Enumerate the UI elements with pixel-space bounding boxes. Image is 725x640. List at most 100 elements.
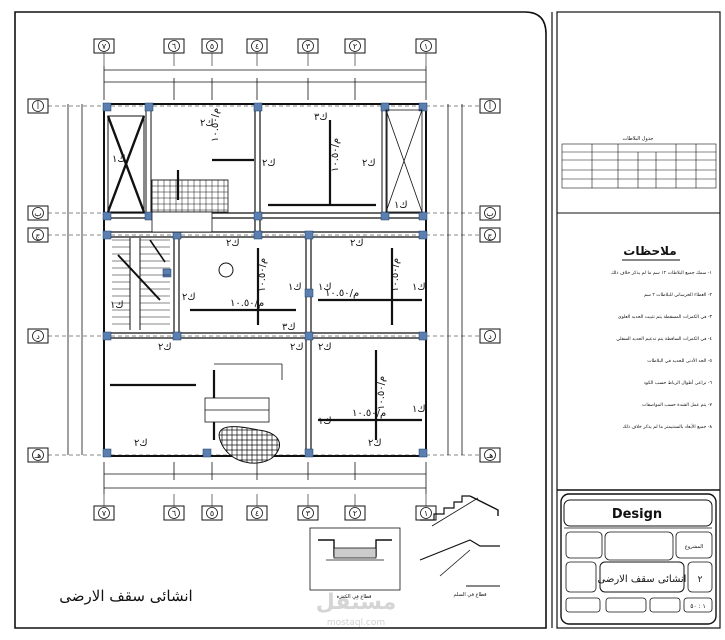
axis-bubble-right: هـ	[479, 447, 501, 463]
panel-label-k2: ك٢	[182, 292, 196, 303]
axis-bubble-left-label: د	[36, 332, 40, 341]
axis-bubble-top-label: ٦	[172, 42, 176, 51]
axis-bubble-top: ١	[415, 38, 437, 54]
axis-bubble-left-label: ج	[35, 231, 41, 240]
column	[418, 230, 428, 240]
axis-bubble-bottom: ١	[415, 505, 437, 521]
panel-label-k2: ك٢	[134, 438, 148, 449]
axis-bubble-bottom-label: ١	[424, 509, 428, 518]
axis-bubble-bottom: ٢	[344, 505, 366, 521]
panel-label-k2: ك٢	[368, 438, 382, 449]
thickness-label: م/١٠.٥٠	[330, 138, 341, 172]
axis-bubble-right: ج	[479, 227, 501, 243]
stair-section-detail	[419, 495, 500, 587]
column	[304, 230, 314, 240]
axis-bubble-bottom-label: ٣	[306, 509, 311, 518]
column	[102, 448, 112, 458]
axis-bubble-top-label: ١	[424, 42, 428, 51]
slab-schedule-table	[561, 143, 717, 189]
axis-bubble-bottom-label: ٦	[172, 509, 176, 518]
opening-annotation	[204, 363, 283, 423]
column	[172, 331, 182, 341]
notes-heading: ملاحظات	[623, 244, 676, 258]
axis-bubble-top: ٦	[163, 38, 185, 54]
panel-label-k2: ك٢	[158, 342, 172, 353]
column	[304, 448, 314, 458]
beam-section-detail	[309, 527, 401, 591]
panel-labels: ك١ ك٢ ك٣ ك٢ ك٢ ك١ ك٢ ك٢ ك٢ ك١ ك١ ك١ ك٣ ك…	[110, 112, 426, 449]
note-item: ٥- الحد الأدنى للحديد في البلاطات	[647, 357, 712, 364]
column	[380, 102, 390, 112]
panel-label-k1: ك١	[318, 416, 332, 427]
panel-label-k3: ك٣	[314, 112, 328, 123]
side-dimension-lines	[67, 104, 463, 455]
staircase	[112, 238, 170, 330]
column	[304, 331, 314, 341]
panel-label-k2: ك٢	[226, 238, 240, 249]
axis-bubble-bottom-label: ٧	[102, 509, 107, 518]
beam-detail-caption: قطاع في الكمرة	[337, 594, 372, 600]
axis-bubble-top-label: ٥	[210, 42, 214, 51]
note-item: ٢- الغطاء الخرساني للبلاطات ٢ سم	[644, 292, 713, 298]
panel-label-k1: ك١	[412, 404, 426, 415]
hatch-outline	[151, 179, 229, 213]
note-item: ٨- جميع الأبعاد بالسنتيمتر ما لم يذكر خل…	[623, 423, 713, 430]
top-axis-bubbles: ٧ ٦ ٥ ٤ ٣ ٢ ١	[93, 38, 437, 66]
right-panel-frame	[556, 11, 721, 629]
column	[418, 331, 428, 341]
titleblock-drawing-name: انشائى سقف الارضى	[598, 574, 687, 585]
axis-bubble-left-label: أ	[37, 101, 39, 111]
column	[304, 288, 314, 298]
panel-label-k2: ك٢	[262, 158, 276, 169]
column	[253, 211, 263, 221]
note-item: ١- سمك جميع البلاطات ١٢ سم ما لم يذكر خل…	[611, 270, 712, 276]
notes-list: ١- سمك جميع البلاطات ١٢ سم ما لم يذكر خل…	[611, 270, 712, 430]
axis-bubble-bottom-label: ٤	[255, 509, 259, 518]
top-dimension-lines	[103, 66, 427, 100]
axis-bubble-right-label: د	[488, 332, 492, 341]
sheet-frame	[14, 11, 547, 629]
axis-bubble-bottom: ٤	[246, 505, 268, 521]
axis-bubble-left-label: ب	[34, 209, 42, 218]
axis-bubble-top: ٣	[297, 38, 319, 54]
schedule-title: جدول البلاطات	[623, 136, 654, 142]
thickness-label: م/١٠.٥٠	[257, 258, 268, 292]
panel-label-k1: ك١	[288, 282, 302, 293]
axis-bubble-top-label: ٧	[102, 42, 107, 51]
titleblock-project-label: المشروع	[685, 544, 703, 550]
axis-bubble-left: ج	[27, 227, 49, 243]
axis-bubble-right-label: ب	[486, 209, 494, 218]
axis-bubble-left: ب	[27, 205, 49, 221]
panel-label-k1: ك١	[112, 154, 126, 165]
right-axis-bubbles: أ بج د هـ	[479, 98, 501, 463]
thickness-label: م/١٠.٥٠	[230, 298, 264, 309]
bottom-dimension-lines	[103, 462, 427, 494]
column	[253, 230, 263, 240]
column	[418, 211, 428, 221]
thickness-label: م/١٠.٥٠	[352, 408, 386, 419]
axis-bubble-top: ٤	[246, 38, 268, 54]
watermark-logo: مستقل	[316, 590, 396, 615]
thickness-label: م/١٠.٥٠	[325, 288, 359, 299]
axis-bubble-right-label: أ	[489, 101, 491, 111]
stair-detail-caption: قطاع في السلم	[453, 592, 487, 598]
thickness-label: م/١٠.٥٠	[390, 258, 401, 292]
axis-bubble-top: ٥	[201, 38, 223, 54]
panel-label-k2: ك٢	[200, 118, 214, 129]
axis-bubble-top-label: ٤	[255, 42, 259, 51]
column	[102, 211, 112, 221]
column	[418, 448, 428, 458]
note-item: ٦- تراعى أطوال الرباط حسب الكود	[644, 379, 713, 386]
axis-bubble-right-label: هـ	[486, 451, 494, 460]
axis-bubble-left: هـ	[27, 447, 49, 463]
axis-bubble-left: أ	[27, 98, 49, 114]
axis-bubble-right: د	[479, 328, 501, 344]
titleblock-scale: ١ : ٥٠	[690, 603, 706, 610]
axis-bubble-top-label: ٢	[353, 42, 357, 51]
column	[380, 211, 390, 221]
panel-label-k2: ك٢	[290, 342, 304, 353]
axis-bubble-left: د	[27, 328, 49, 344]
axis-bubble-bottom: ٣	[297, 505, 319, 521]
axis-bubble-left-label: هـ	[34, 451, 42, 460]
